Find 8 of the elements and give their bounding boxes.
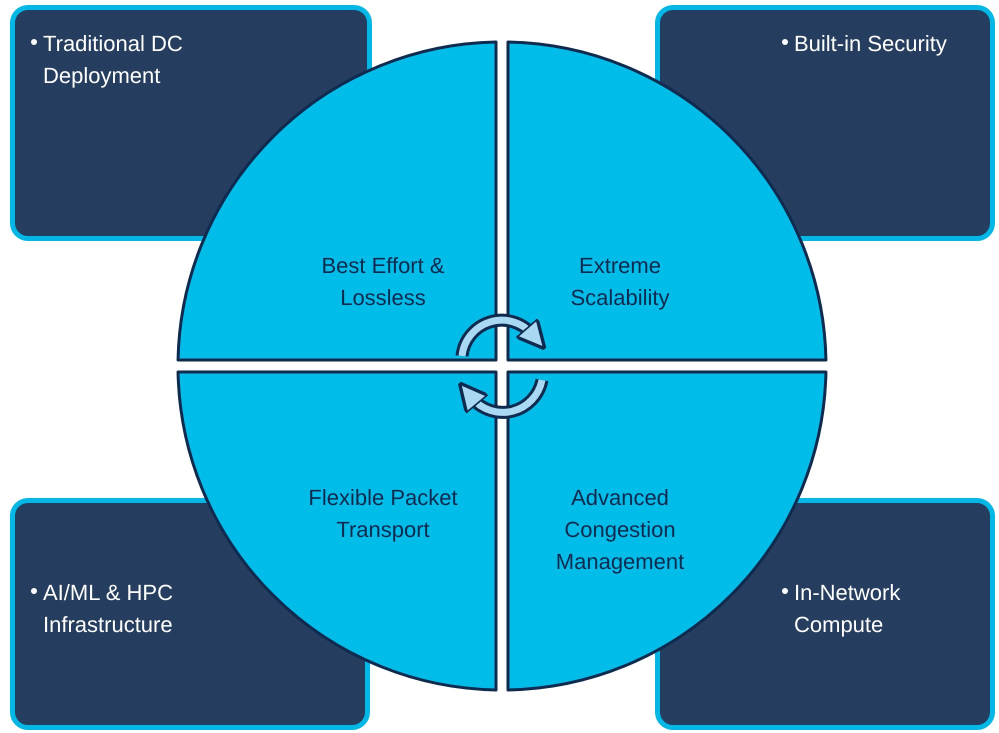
card-text: Traditional DC Deployment — [43, 30, 184, 90]
card-text: AI/ML & HPC Infrastructure — [43, 579, 174, 639]
card-text: In-Network Compute — [794, 579, 902, 639]
card-text: Built-in Security — [794, 30, 947, 58]
segment-label: Flexible Packet Transport — [307, 484, 459, 544]
segment-label: Advanced Congestion Management — [554, 484, 686, 576]
segment-label: Best Effort & Lossless — [320, 252, 446, 312]
segment-label: Extreme Scalability — [569, 252, 671, 312]
